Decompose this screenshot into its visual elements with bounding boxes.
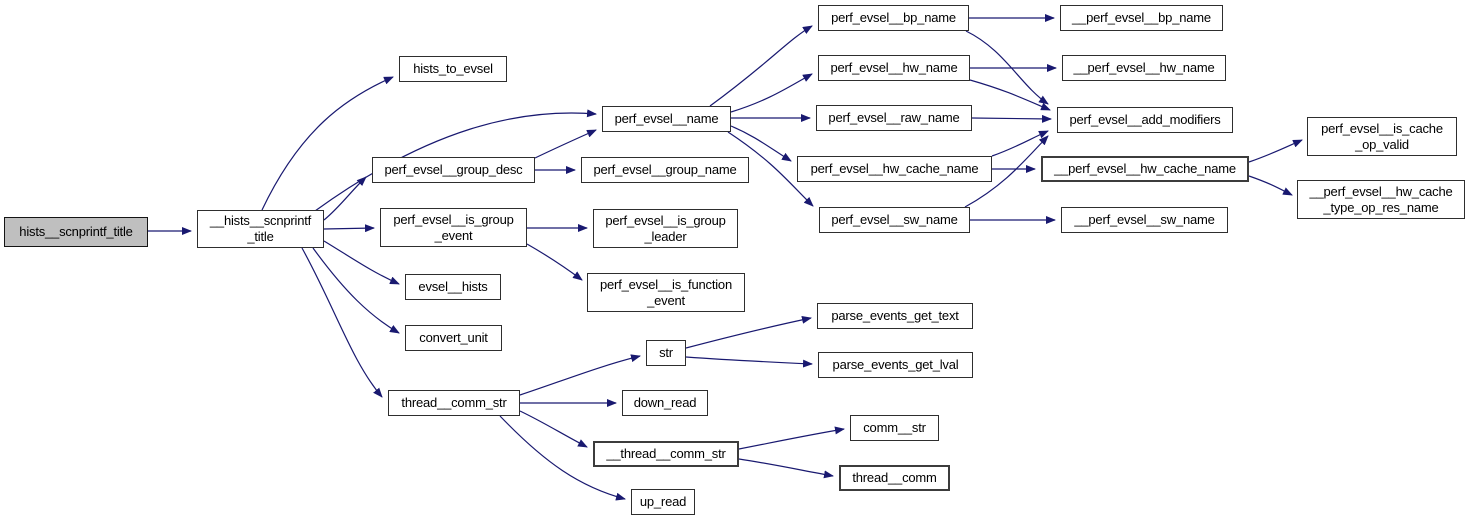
node-parse_events_get_text[interactable]: parse_events_get_text [817, 303, 973, 329]
node-up_read[interactable]: up_read [631, 489, 695, 515]
node-label: thread__comm_str [401, 395, 507, 410]
node-label: perf_evsel__is_cache _op_valid [1321, 120, 1443, 152]
node-label: str [659, 345, 673, 360]
node-perf_evsel__is_function_event[interactable]: perf_evsel__is_function _event [587, 273, 745, 312]
node-label: thread__comm [852, 470, 937, 485]
node-comm__str[interactable]: comm__str [850, 415, 939, 441]
edge-thread__comm_str-to-__thread__comm_str [519, 410, 588, 448]
node-label: perf_evsel__sw_name [831, 212, 958, 227]
node-label: evsel__hists [418, 279, 488, 294]
node-perf_evsel__bp_name[interactable]: perf_evsel__bp_name [818, 5, 969, 31]
edge-perf_evsel__name-to-perf_evsel__hw_cache_name [730, 125, 792, 162]
edge-__hists__scnprintf_title-to-evsel__hists [323, 240, 400, 285]
node-__perf_evsel__bp_name[interactable]: __perf_evsel__bp_name [1060, 5, 1223, 31]
edge-__hists__scnprintf_title-to-thread__comm_str [301, 247, 383, 398]
edge-__hists__scnprintf_title-to-perf_evsel__is_group_event [323, 224, 375, 233]
node-label: perf_evsel__raw_name [828, 110, 960, 125]
edge-perf_evsel__name-to-perf_evsel__sw_name [727, 131, 814, 207]
node-label: __perf_evsel__hw_name [1073, 60, 1215, 75]
node-label: perf_evsel__group_desc [384, 162, 523, 177]
node-hists__scnprintf_title: hists__scnprintf_title [4, 217, 148, 247]
node-label: comm__str [863, 420, 926, 435]
node-label: perf_evsel__is_group _event [393, 211, 514, 243]
node-hists_to_evsel[interactable]: hists_to_evsel [399, 56, 507, 82]
node-__thread__comm_str[interactable]: __thread__comm_str [593, 441, 739, 467]
node-thread__comm[interactable]: thread__comm [839, 465, 950, 491]
edge-__hists__scnprintf_title-to-hists_to_evsel [261, 76, 394, 211]
node-perf_evsel__is_group_leader[interactable]: perf_evsel__is_group _leader [593, 209, 738, 248]
node-label: up_read [639, 494, 687, 509]
edge-thread__comm_str-to-str [519, 354, 641, 396]
node-label: convert_unit [419, 330, 488, 345]
edge-perf_evsel__group_desc-to-perf_evsel__name [534, 129, 597, 159]
edge-perf_evsel__hw_cache_name-to-perf_evsel__add_modifiers [991, 130, 1049, 157]
node-perf_evsel__group_name[interactable]: perf_evsel__group_name [581, 157, 749, 183]
node-perf_evsel__hw_cache_name[interactable]: perf_evsel__hw_cache_name [797, 156, 992, 182]
node-thread__comm_str[interactable]: thread__comm_str [388, 390, 520, 416]
node-label: __perf_evsel__bp_name [1072, 10, 1211, 25]
node-__perf_evsel__hw_cache_name[interactable]: __perf_evsel__hw_cache_name [1041, 156, 1249, 182]
node-label: perf_evsel__group_name [593, 162, 737, 177]
node-label: parse_events_get_text [831, 308, 959, 323]
node-label: __hists__scnprintf _title [209, 213, 312, 244]
edge-perf_evsel__sw_name-to-perf_evsel__add_modifiers [964, 135, 1049, 208]
edge-thread__comm_str-to-up_read [499, 415, 626, 501]
edge-__thread__comm_str-to-comm__str [738, 426, 845, 450]
node-__perf_evsel__hw_cache_type_op_res_name[interactable]: __perf_evsel__hw_cache _type_op_res_name [1297, 180, 1465, 219]
edge-str-to-parse_events_get_text [685, 315, 812, 349]
node-label: __thread__comm_str [606, 446, 726, 461]
edge-__hists__scnprintf_title-to-perf_evsel__group_desc [323, 176, 367, 221]
node-perf_evsel__hw_name[interactable]: perf_evsel__hw_name [818, 55, 970, 81]
node-evsel__hists[interactable]: evsel__hists [405, 274, 501, 300]
node-label: parse_events_get_lval [832, 357, 959, 372]
edge-perf_evsel__name-to-perf_evsel__hw_name [730, 73, 813, 113]
node-perf_evsel__add_modifiers[interactable]: perf_evsel__add_modifiers [1057, 107, 1233, 133]
node-perf_evsel__raw_name[interactable]: perf_evsel__raw_name [816, 105, 972, 131]
edge-perf_evsel__hw_name-to-perf_evsel__add_modifiers [969, 79, 1051, 111]
node-label: perf_evsel__bp_name [831, 10, 956, 25]
node-perf_evsel__group_desc[interactable]: perf_evsel__group_desc [372, 157, 535, 183]
node-perf_evsel__sw_name[interactable]: perf_evsel__sw_name [819, 207, 970, 233]
node-__hists__scnprintf_title[interactable]: __hists__scnprintf _title [197, 210, 324, 248]
node-perf_evsel__name[interactable]: perf_evsel__name [602, 106, 731, 132]
node-label: perf_evsel__add_modifiers [1069, 112, 1221, 127]
node-label: hists__scnprintf_title [19, 224, 133, 239]
node-perf_evsel__is_cache_op_valid[interactable]: perf_evsel__is_cache _op_valid [1307, 117, 1457, 156]
edge-__hists__scnprintf_title-to-convert_unit [312, 247, 400, 334]
node-label: down_read [633, 395, 697, 410]
node-label: perf_evsel__is_group _leader [605, 212, 726, 244]
node-str[interactable]: str [646, 340, 686, 366]
node-label: __perf_evsel__hw_cache_name [1054, 161, 1236, 176]
edge-__perf_evsel__hw_cache_name-to-__perf_evsel__hw_cache_type_op_res_name [1248, 175, 1293, 196]
node-label: perf_evsel__name [614, 111, 719, 126]
node-label: perf_evsel__is_function _event [600, 276, 732, 308]
node-__perf_evsel__hw_name[interactable]: __perf_evsel__hw_name [1062, 55, 1226, 81]
node-label: perf_evsel__hw_cache_name [810, 161, 979, 176]
edge-perf_evsel__is_group_event-to-perf_evsel__is_function_event [526, 243, 583, 281]
node-parse_events_get_lval[interactable]: parse_events_get_lval [818, 352, 973, 378]
edge-perf_evsel__name-to-perf_evsel__bp_name [709, 25, 813, 107]
node-perf_evsel__is_group_event[interactable]: perf_evsel__is_group _event [380, 208, 527, 247]
node-down_read[interactable]: down_read [622, 390, 708, 416]
edge-__thread__comm_str-to-thread__comm [738, 458, 834, 479]
node-convert_unit[interactable]: convert_unit [405, 325, 502, 351]
edge-str-to-parse_events_get_lval [685, 356, 813, 368]
node-label: hists_to_evsel [413, 61, 493, 76]
node-label: perf_evsel__hw_name [830, 60, 958, 75]
edge-__perf_evsel__hw_cache_name-to-perf_evsel__is_cache_op_valid [1248, 139, 1303, 163]
node-label: __perf_evsel__sw_name [1074, 212, 1215, 227]
edge-perf_evsel__raw_name-to-perf_evsel__add_modifiers [971, 114, 1052, 123]
node-__perf_evsel__sw_name[interactable]: __perf_evsel__sw_name [1061, 207, 1228, 233]
node-label: __perf_evsel__hw_cache _type_op_res_name [1309, 183, 1453, 215]
